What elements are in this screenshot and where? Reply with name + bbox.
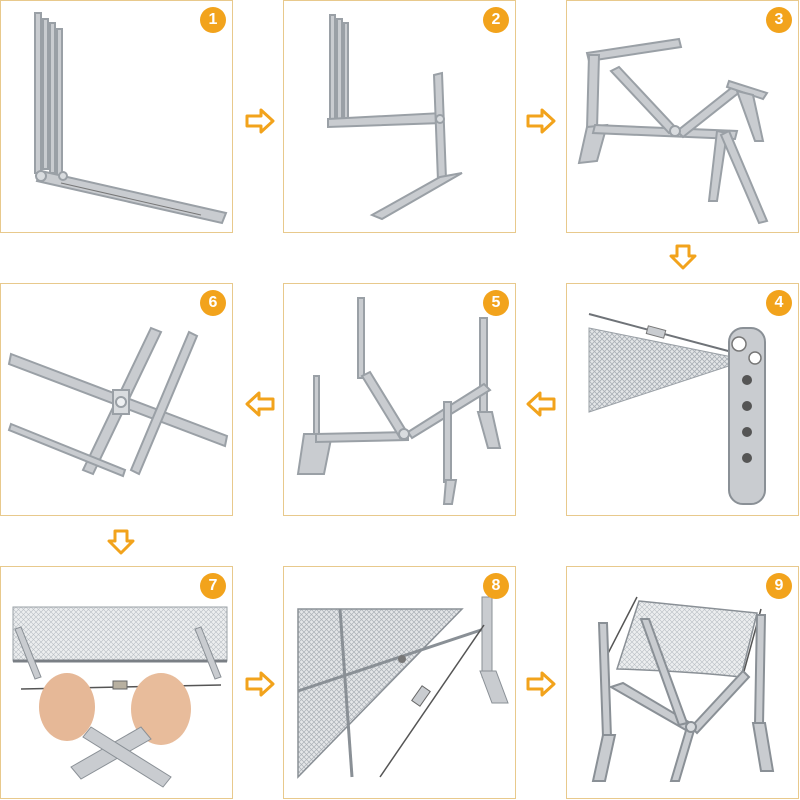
step-panel-5: 5 (283, 283, 516, 516)
step-9-illustration (591, 596, 775, 782)
step-panel-8: 8 (283, 566, 516, 799)
step-badge-3: 3 (766, 7, 792, 33)
arrow-right-icon (245, 108, 275, 134)
step-panel-2: 2 (283, 0, 516, 233)
arrow-left-icon (526, 391, 556, 417)
step-8-illustration (297, 596, 509, 779)
arrow-down-icon (668, 244, 698, 270)
arrow-down-icon (106, 529, 136, 555)
step-badge-9: 9 (766, 573, 792, 599)
step-badge-8: 8 (483, 573, 509, 599)
step-3-illustration (577, 37, 769, 225)
step-badge-5: 5 (483, 290, 509, 316)
step-panel-6: 6 (0, 283, 233, 516)
step-badge-7: 7 (200, 573, 226, 599)
step-panel-9: 9 (566, 566, 799, 799)
arrow-right-icon (526, 108, 556, 134)
step-badge-1: 1 (200, 7, 226, 33)
step-4-illustration (588, 313, 766, 505)
arrow-left-icon (245, 391, 275, 417)
step-badge-4: 4 (766, 290, 792, 316)
step-5-illustration (296, 297, 502, 505)
step-6-illustration (7, 326, 229, 478)
step-panel-4: 4 (566, 283, 799, 516)
step-1-illustration (34, 12, 228, 225)
step-7-illustration (12, 606, 228, 788)
arrow-right-icon (526, 671, 556, 697)
step-panel-7: 7 (0, 566, 233, 799)
step-panel-1: 1 (0, 0, 233, 233)
step-badge-2: 2 (483, 7, 509, 33)
step-2-illustration (327, 14, 463, 221)
step-panel-3: 3 (566, 0, 799, 233)
arrow-right-icon (245, 671, 275, 697)
step-badge-6: 6 (200, 290, 226, 316)
